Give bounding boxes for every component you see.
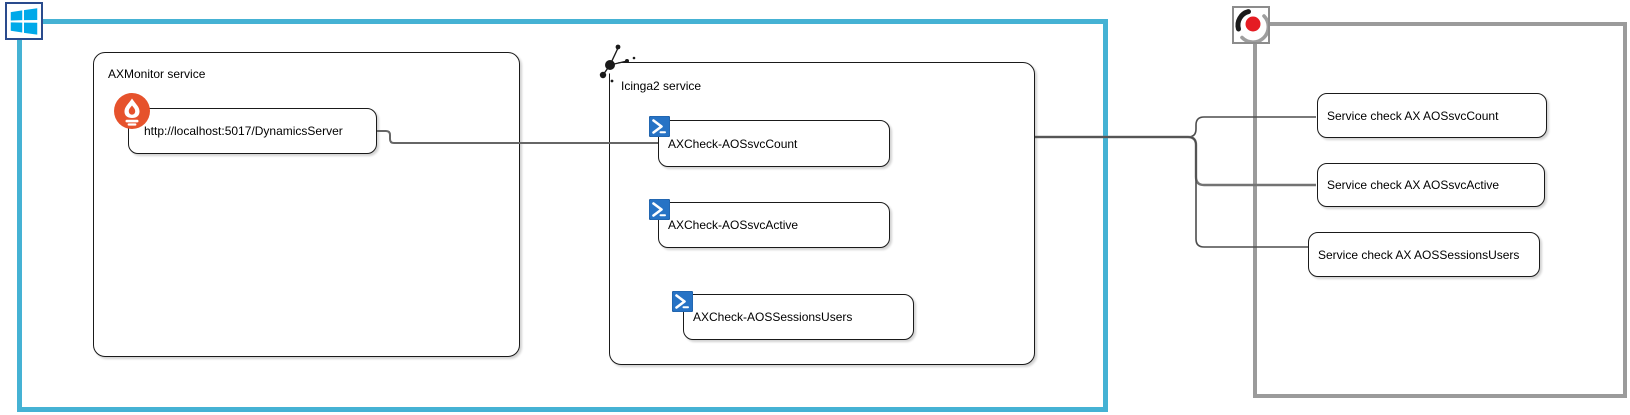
icinga-host-frame [1253,22,1627,398]
axmonitor-service-box: AXMonitor service [93,52,520,357]
axcheck-aossessionsusers-node: AXCheck-AOSSessionsUsers [683,294,914,340]
axcheck-aossvccount-node: AXCheck-AOSsvcCount [658,120,890,167]
service-check-aossvccount-node: Service check AX AOSsvcCount [1317,93,1547,138]
powershell-icon [649,116,670,137]
powershell-icon [649,199,670,220]
prometheus-icon [114,93,150,129]
service-check-aossessionsusers-node: Service check AX AOSSessionsUsers [1308,232,1540,277]
windows-logo-icon [5,2,43,40]
service-check-aossvccount-label: Service check AX AOSsvcCount [1327,108,1499,123]
axcheck-aossessionsusers-label: AXCheck-AOSSessionsUsers [693,310,853,324]
prometheus-endpoint-node: http://localhost:5017/DynamicsServer [128,108,377,154]
service-check-aossvcactive-node: Service check AX AOSsvcActive [1317,163,1545,207]
icinga-logo-icon [1232,6,1270,44]
axmonitor-service-title: AXMonitor service [108,67,206,81]
prometheus-endpoint-label: http://localhost:5017/DynamicsServer [144,124,343,138]
powershell-icon [672,291,693,312]
axcheck-aossvcactive-label: AXCheck-AOSsvcActive [668,218,799,232]
icinga2-service-title: Icinga2 service [621,79,702,93]
axcheck-aossvcactive-node: AXCheck-AOSsvcActive [658,202,890,248]
axcheck-aossvccount-label: AXCheck-AOSsvcCount [668,136,798,151]
icinga2-cluster-icon [592,42,640,86]
service-check-aossessionsusers-label: Service check AX AOSSessionsUsers [1318,247,1520,262]
service-check-aossvcactive-label: Service check AX AOSsvcActive [1327,178,1500,192]
